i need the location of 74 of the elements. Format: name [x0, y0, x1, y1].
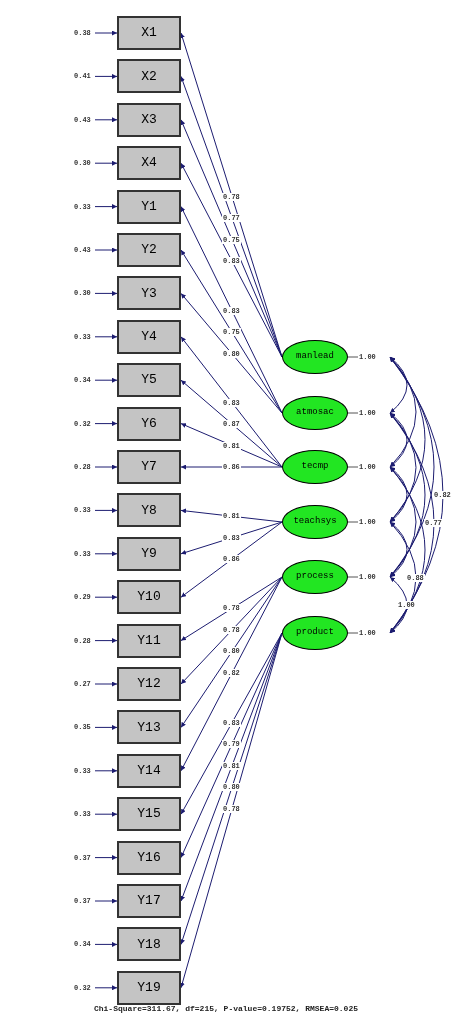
- covariance-arc: [389, 521, 408, 578]
- indicator-box: Y12: [117, 667, 181, 701]
- indicator-box: X2: [117, 59, 181, 94]
- latent-ellipse: process: [282, 560, 348, 594]
- loading-arrow: [180, 576, 283, 642]
- covariance-arc: [389, 356, 408, 414]
- indicator-box: Y4: [117, 319, 181, 354]
- indicator-box: Y1: [117, 189, 181, 224]
- fit-statistics-caption: Chi-Square=311.67, df=215, P-value=0.19752, RMSEA=0.025: [92, 1004, 359, 1014]
- error-arrow: [94, 724, 118, 730]
- covariance-arc: [389, 521, 417, 634]
- error-arrow: [94, 681, 118, 687]
- loading-arrow: [180, 336, 283, 468]
- covariance-arc: [389, 412, 408, 468]
- loading-arrow: [180, 576, 283, 685]
- loading-arrow: [180, 576, 283, 728]
- loading-arrow: [180, 632, 283, 859]
- indicator-box: Y17: [117, 884, 181, 918]
- indicator-box: X3: [117, 102, 181, 137]
- indicator-box: X1: [117, 16, 181, 50]
- indicator-box: Y10: [117, 580, 181, 615]
- indicator-box: Y16: [117, 840, 181, 875]
- indicator-box: Y14: [117, 753, 181, 788]
- latent-ellipse: tecmp: [282, 450, 348, 484]
- error-arrow: [94, 421, 118, 427]
- loading-arrow: [180, 576, 283, 772]
- error-arrow: [94, 160, 118, 166]
- error-arrow: [94, 73, 118, 79]
- indicator-box: Y19: [117, 970, 181, 1005]
- error-arrow: [94, 855, 118, 861]
- error-arrow: [94, 768, 118, 774]
- indicator-box: Y15: [117, 797, 181, 832]
- error-arrow: [94, 30, 118, 36]
- indicator-box: X4: [117, 146, 181, 181]
- error-arrow: [94, 594, 118, 600]
- latent-ellipse: atmosac: [282, 396, 348, 430]
- error-arrow: [94, 507, 118, 513]
- indicator-box: Y8: [117, 493, 181, 528]
- error-arrow: [94, 204, 118, 210]
- indicator-box: Y9: [117, 536, 181, 571]
- error-arrow: [94, 377, 118, 383]
- loading-arrow: [180, 521, 283, 598]
- loading-arrow: [180, 249, 283, 414]
- covariance-arc: [389, 356, 444, 634]
- latent-ellipse: product: [282, 616, 348, 650]
- indicator-box: Y7: [117, 450, 181, 484]
- loading-arrow: [180, 379, 283, 468]
- error-arrow: [94, 334, 118, 340]
- indicator-box: Y5: [117, 363, 181, 398]
- error-arrow: [94, 898, 118, 904]
- error-arrow: [94, 941, 118, 947]
- error-arrow: [94, 117, 118, 123]
- loading-arrow: [180, 292, 283, 414]
- indicator-box: Y11: [117, 623, 181, 658]
- latent-ellipse: manlead: [282, 340, 348, 374]
- error-arrow: [94, 811, 118, 817]
- error-arrow: [94, 638, 118, 644]
- indicator-box: Y18: [117, 927, 181, 962]
- loading-arrow: [180, 423, 283, 468]
- error-arrow: [94, 290, 118, 296]
- covariance-arc: [389, 576, 408, 634]
- loading-arrow: [180, 521, 283, 555]
- indicator-box: Y3: [117, 276, 181, 311]
- covariance-arc: [389, 466, 417, 578]
- error-arrow: [94, 247, 118, 253]
- indicator-box: Y13: [117, 710, 181, 745]
- indicator-box: Y2: [117, 233, 181, 267]
- latent-ellipse: teachsys: [282, 505, 348, 539]
- indicator-box: Y6: [117, 406, 181, 441]
- error-arrow: [94, 551, 118, 557]
- error-arrow: [94, 985, 118, 991]
- error-arrow: [94, 464, 118, 470]
- covariance-arc: [389, 466, 408, 523]
- loading-arrow: [180, 162, 283, 358]
